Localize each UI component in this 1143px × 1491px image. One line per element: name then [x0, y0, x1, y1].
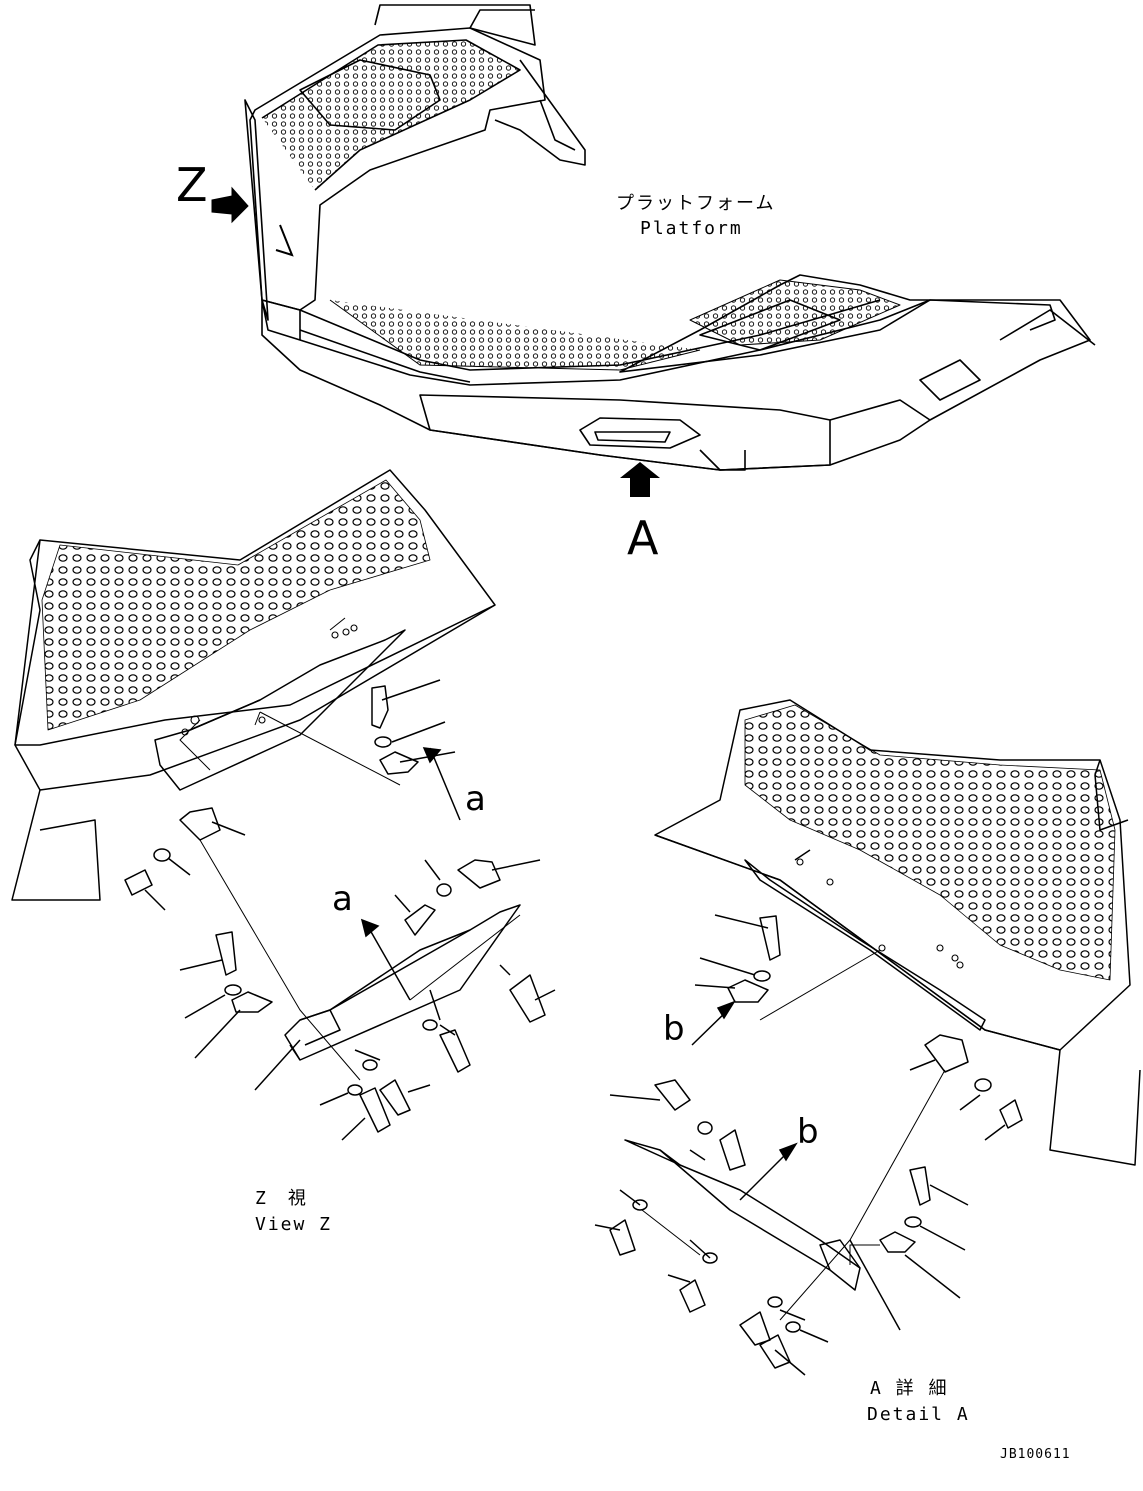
view-z-label-en: View Z	[255, 1214, 333, 1235]
fastener-holes	[181, 624, 964, 969]
view-z-assembly	[11, 469, 556, 1141]
view-z-arrow	[211, 186, 294, 257]
detail-a-direction-arrows	[691, 1000, 798, 1201]
platform-label-jp: プラットフォーム	[616, 193, 776, 214]
ref-b-label-lower: b	[797, 1112, 819, 1152]
detail-a-callout-letter: A	[627, 511, 659, 565]
view-z-callout-letter: Z	[176, 158, 208, 212]
view-z-direction-arrows	[360, 747, 461, 1001]
platform-assembly	[244, 4, 1096, 471]
detail-a-label-en: Detail A	[867, 1404, 970, 1425]
detail-a-arrow	[620, 462, 660, 497]
ref-a-label-lower: a	[332, 879, 353, 919]
drawing-code: JB100611	[1000, 1447, 1071, 1462]
detail-a-label-jp: A 詳 細	[870, 1378, 949, 1399]
ref-b-label-upper: b	[663, 1009, 685, 1049]
platform-label-en: Platform	[640, 218, 743, 239]
ref-a-label-upper: a	[465, 779, 486, 819]
detail-a-assembly	[594, 699, 1141, 1376]
view-z-label-jp: Z 視	[255, 1188, 308, 1209]
